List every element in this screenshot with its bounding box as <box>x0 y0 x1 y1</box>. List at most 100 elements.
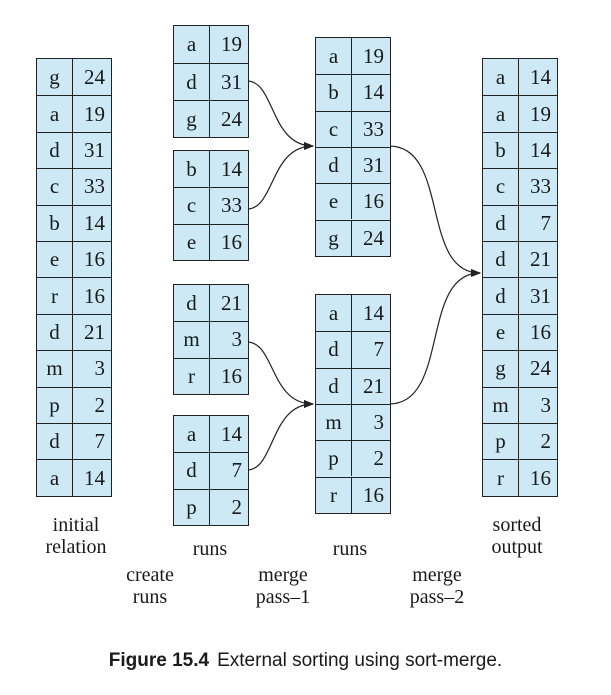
key-cell: b <box>37 205 73 241</box>
key-cell: d <box>37 314 73 351</box>
key-cell: a <box>174 26 210 63</box>
key-cell: a <box>174 416 210 453</box>
key-cell: d <box>316 147 352 184</box>
key-cell: a <box>37 460 73 496</box>
key-cell: d <box>483 205 519 241</box>
table-row: a 19 <box>174 26 248 63</box>
value-cell: 16 <box>530 465 551 490</box>
arrow-merged1-to-output <box>388 145 481 277</box>
value-cell: 14 <box>221 421 242 446</box>
key-cell: c <box>483 169 519 205</box>
table-row: g 24 <box>37 59 111 96</box>
table-row: d 21 <box>483 241 557 278</box>
table-row: c 33 <box>316 110 390 147</box>
label-create-runs: create runs <box>126 564 174 608</box>
key-cell: d <box>174 64 210 100</box>
key-cell: d <box>483 242 519 278</box>
value-cell: 7 <box>540 210 552 235</box>
value-cell: 21 <box>530 247 551 272</box>
key-cell: g <box>483 351 519 387</box>
value-cell: 2 <box>373 446 385 471</box>
arrow-run2-to-merged1 <box>246 142 314 210</box>
key-cell: e <box>37 242 73 278</box>
value-cell: 14 <box>530 137 551 162</box>
value-cell: 31 <box>84 137 105 162</box>
key-cell: c <box>316 111 352 147</box>
value-cell: 19 <box>84 101 105 126</box>
value-cell: 21 <box>221 290 242 315</box>
value-cell: 33 <box>221 193 242 218</box>
key-cell: d <box>316 368 352 404</box>
value-cell: 33 <box>363 116 384 141</box>
figure-number: Figure 15.4 <box>108 650 210 671</box>
key-cell: e <box>174 224 210 260</box>
table-row: c 33 <box>37 168 111 205</box>
key-cell: p <box>483 424 519 460</box>
key-cell: b <box>316 75 352 111</box>
table-row: d 21 <box>174 285 248 322</box>
value-cell: 14 <box>84 465 105 490</box>
value-cell: 33 <box>84 174 105 199</box>
key-cell: p <box>174 489 210 525</box>
value-cell: 3 <box>94 356 106 381</box>
table-row: b 14 <box>316 74 390 111</box>
key-cell: g <box>316 220 352 256</box>
value-cell: 3 <box>540 392 552 417</box>
value-cell: 24 <box>530 356 551 381</box>
value-cell: 19 <box>221 32 242 56</box>
value-cell: 19 <box>530 101 551 126</box>
key-cell: g <box>174 101 210 137</box>
key-cell: r <box>483 460 519 496</box>
key-cell: m <box>174 322 210 358</box>
value-cell: 31 <box>363 153 384 178</box>
value-cell: 16 <box>84 283 105 308</box>
label-merged-runs: runs <box>332 538 368 560</box>
value-cell: 16 <box>221 229 242 254</box>
key-cell: c <box>37 169 73 205</box>
key-cell: m <box>483 387 519 423</box>
value-cell: 2 <box>540 429 552 454</box>
table-row: g 24 <box>483 350 557 387</box>
table-row: e 16 <box>174 223 248 260</box>
key-cell: e <box>483 314 519 351</box>
value-cell: 14 <box>221 156 242 181</box>
value-cell: 31 <box>530 283 551 308</box>
key-cell: d <box>37 132 73 169</box>
key-cell: d <box>174 285 210 322</box>
key-cell: m <box>37 351 73 387</box>
value-cell: 24 <box>84 64 105 89</box>
label-merge-pass-1: merge pass–1 <box>255 564 311 608</box>
value-cell: 14 <box>363 80 384 105</box>
value-cell: 14 <box>530 64 551 89</box>
key-cell: g <box>37 59 73 96</box>
label-initial-relation: initial relation <box>45 514 107 558</box>
